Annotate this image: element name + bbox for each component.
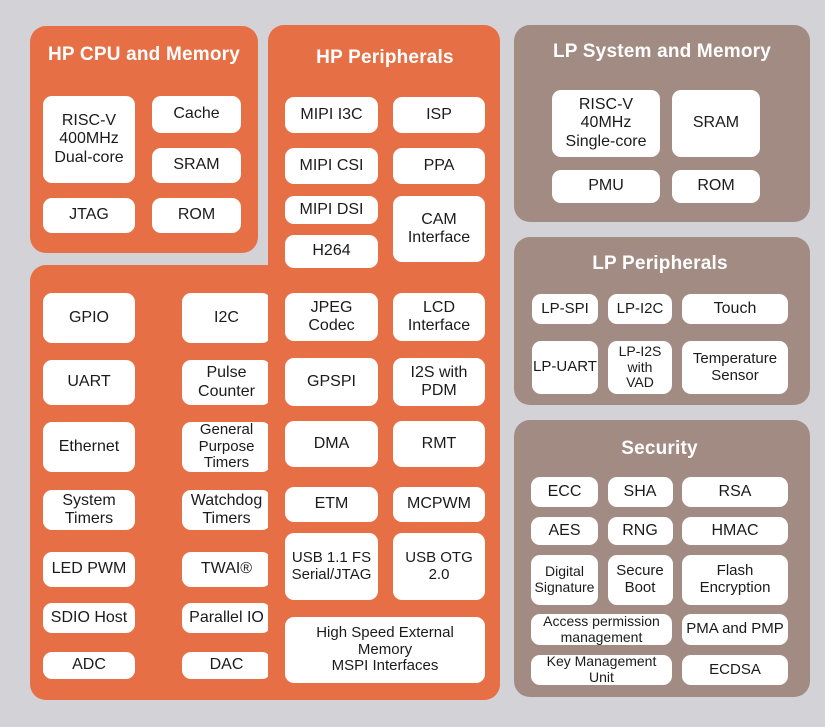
row: AES RNG HMAC — [531, 517, 788, 545]
block-twai: TWAI® — [182, 552, 271, 587]
block-sdio-host: SDIO Host — [43, 603, 135, 633]
block-gpspi: GPSPI — [285, 358, 378, 406]
block-hp-sram: SRAM — [152, 148, 241, 183]
block-key-management-unit: Key Management Unit — [531, 653, 672, 685]
block-secure-boot: Secure Boot — [607, 555, 673, 605]
block-lp-sram: SRAM — [672, 90, 760, 157]
block-lcd-interface: LCD Interface — [393, 293, 485, 341]
block-usb-otg-20: USB OTG 2.0 — [393, 533, 485, 600]
row: Digital Signature Secure Boot Flash Encr… — [531, 555, 788, 605]
row: ECC SHA RSA — [531, 477, 788, 507]
block-pma-and-pmp: PMA and PMP — [682, 614, 788, 645]
panel-lp-peripherals: LP Peripherals LP-SPI LP-I2C Touch LP-UA… — [514, 237, 810, 405]
block-ecc: ECC — [531, 477, 598, 507]
block-h264: H264 — [285, 235, 378, 268]
row: LP-SPI LP-I2C Touch — [532, 294, 788, 324]
block-mipi-i3c: MIPI I3C — [285, 97, 378, 133]
row: ETM MCPWM — [285, 487, 485, 522]
block-mipi-dsi: MIPI DSI — [285, 196, 378, 224]
block-temperature-sensor: Temperature Sensor — [682, 341, 788, 394]
lp-system-items: RISC-V 40MHz Single-core SRAM PMU ROM — [514, 90, 810, 203]
mipi-dsi-h264-stack: MIPI DSI H264 — [285, 196, 378, 268]
row: DMA RMT — [285, 421, 485, 467]
hp-common-items: GPIO I2C UART Pulse Counter Ethernet Gen… — [30, 293, 271, 679]
block-riscv-40mhz-single-core: RISC-V 40MHz Single-core — [552, 90, 660, 157]
block-ethernet: Ethernet — [43, 422, 135, 472]
security-title: Security — [621, 438, 698, 459]
block-pmu: PMU — [552, 170, 660, 203]
block-led-pwm: LED PWM — [43, 552, 135, 587]
row: LED PWM TWAI® — [43, 552, 271, 587]
block-ppa: PPA — [393, 148, 485, 184]
row: MIPI I3C ISP — [285, 97, 485, 133]
block-lp-i2c: LP-I2C — [608, 294, 672, 324]
row: GPIO I2C — [43, 293, 271, 343]
block-watchdog-timers: Watchdog Timers — [182, 490, 271, 530]
row: MIPI DSI H264 CAM Interface — [285, 196, 485, 268]
block-mipi-csi: MIPI CSI — [285, 148, 378, 184]
block-adc: ADC — [43, 652, 135, 679]
row: System Timers Watchdog Timers — [43, 490, 271, 530]
block-jpeg-codec: JPEG Codec — [285, 293, 378, 341]
block-etm: ETM — [285, 487, 378, 522]
block-lp-i2s-with-vad: LP-I2S with VAD — [608, 341, 672, 394]
block-sha: SHA — [607, 477, 673, 507]
block-general-purpose-timers: General Purpose Timers — [182, 421, 271, 472]
block-cache: Cache — [152, 96, 241, 133]
block-jtag: JTAG — [43, 198, 135, 233]
block-flash-encryption: Flash Encryption — [682, 555, 788, 605]
block-i2c: I2C — [182, 293, 271, 343]
block-access-permission-management: Access permission management — [531, 613, 672, 645]
panel-security: Security ECC SHA RSA AES RNG HMAC Digita… — [514, 420, 810, 697]
block-hs-external-memory-mspi: High Speed External Memory MSPI Interfac… — [285, 617, 485, 683]
block-riscv-400mhz-dual-core: RISC-V 400MHz Dual-core — [43, 96, 135, 183]
block-lp-uart: LP-UART — [532, 341, 598, 394]
lp-peripherals-title: LP Peripherals — [592, 253, 728, 274]
row: LP-UART LP-I2S with VAD Temperature Sens… — [532, 341, 788, 394]
row: JPEG Codec LCD Interface — [285, 293, 485, 341]
block-usb-11-fs-serial-jtag: USB 1.1 FS Serial/JTAG — [285, 533, 378, 600]
block-aes: AES — [531, 517, 598, 545]
panel-hp-cpu-memory: HP CPU and Memory RISC-V 400MHz Dual-cor… — [30, 26, 258, 253]
panel-hp-peripherals: HP Peripherals MIPI I3C ISP MIPI CSI PPA… — [268, 25, 500, 700]
row: Key Management Unit ECDSA — [531, 653, 788, 685]
block-i2s-with-pdm: I2S with PDM — [393, 358, 485, 406]
lp-system-memory-title: LP System and Memory — [552, 41, 771, 62]
hp-cpu-memory-title: HP CPU and Memory — [47, 44, 241, 65]
block-mcpwm: MCPWM — [393, 487, 485, 522]
hp-cpu-items: RISC-V 400MHz Dual-core Cache SRAM JTAG … — [43, 96, 258, 233]
block-pulse-counter: Pulse Counter — [182, 360, 271, 405]
hp-peripherals-title: HP Peripherals — [316, 47, 454, 68]
block-uart: UART — [43, 360, 135, 405]
row: GPSPI I2S with PDM — [285, 358, 485, 406]
block-lp-rom: ROM — [672, 170, 760, 203]
block-hmac: HMAC — [682, 517, 788, 545]
block-rsa: RSA — [682, 477, 788, 507]
panel-lp-system-memory: LP System and Memory RISC-V 40MHz Single… — [514, 25, 810, 222]
row: USB 1.1 FS Serial/JTAG USB OTG 2.0 — [285, 533, 485, 600]
row: UART Pulse Counter — [43, 360, 271, 405]
block-isp: ISP — [393, 97, 485, 133]
block-ecdsa: ECDSA — [682, 655, 788, 685]
block-rng: RNG — [607, 517, 673, 545]
row: Access permission management PMA and PMP — [531, 613, 788, 645]
block-system-timers: System Timers — [43, 490, 135, 530]
block-touch: Touch — [682, 294, 788, 324]
block-gpio: GPIO — [43, 293, 135, 343]
row: SDIO Host Parallel IO — [43, 603, 271, 633]
block-rmt: RMT — [393, 421, 485, 467]
row: MIPI CSI PPA — [285, 148, 485, 184]
row: Ethernet General Purpose Timers — [43, 421, 271, 472]
block-hp-rom: ROM — [152, 198, 241, 233]
block-dac: DAC — [182, 652, 271, 679]
block-parallel-io: Parallel IO — [182, 603, 271, 633]
block-digital-signature: Digital Signature — [531, 555, 598, 605]
block-cam-interface: CAM Interface — [393, 196, 485, 262]
block-lp-spi: LP-SPI — [532, 294, 598, 324]
row: ADC DAC — [43, 652, 271, 679]
block-dma: DMA — [285, 421, 378, 467]
